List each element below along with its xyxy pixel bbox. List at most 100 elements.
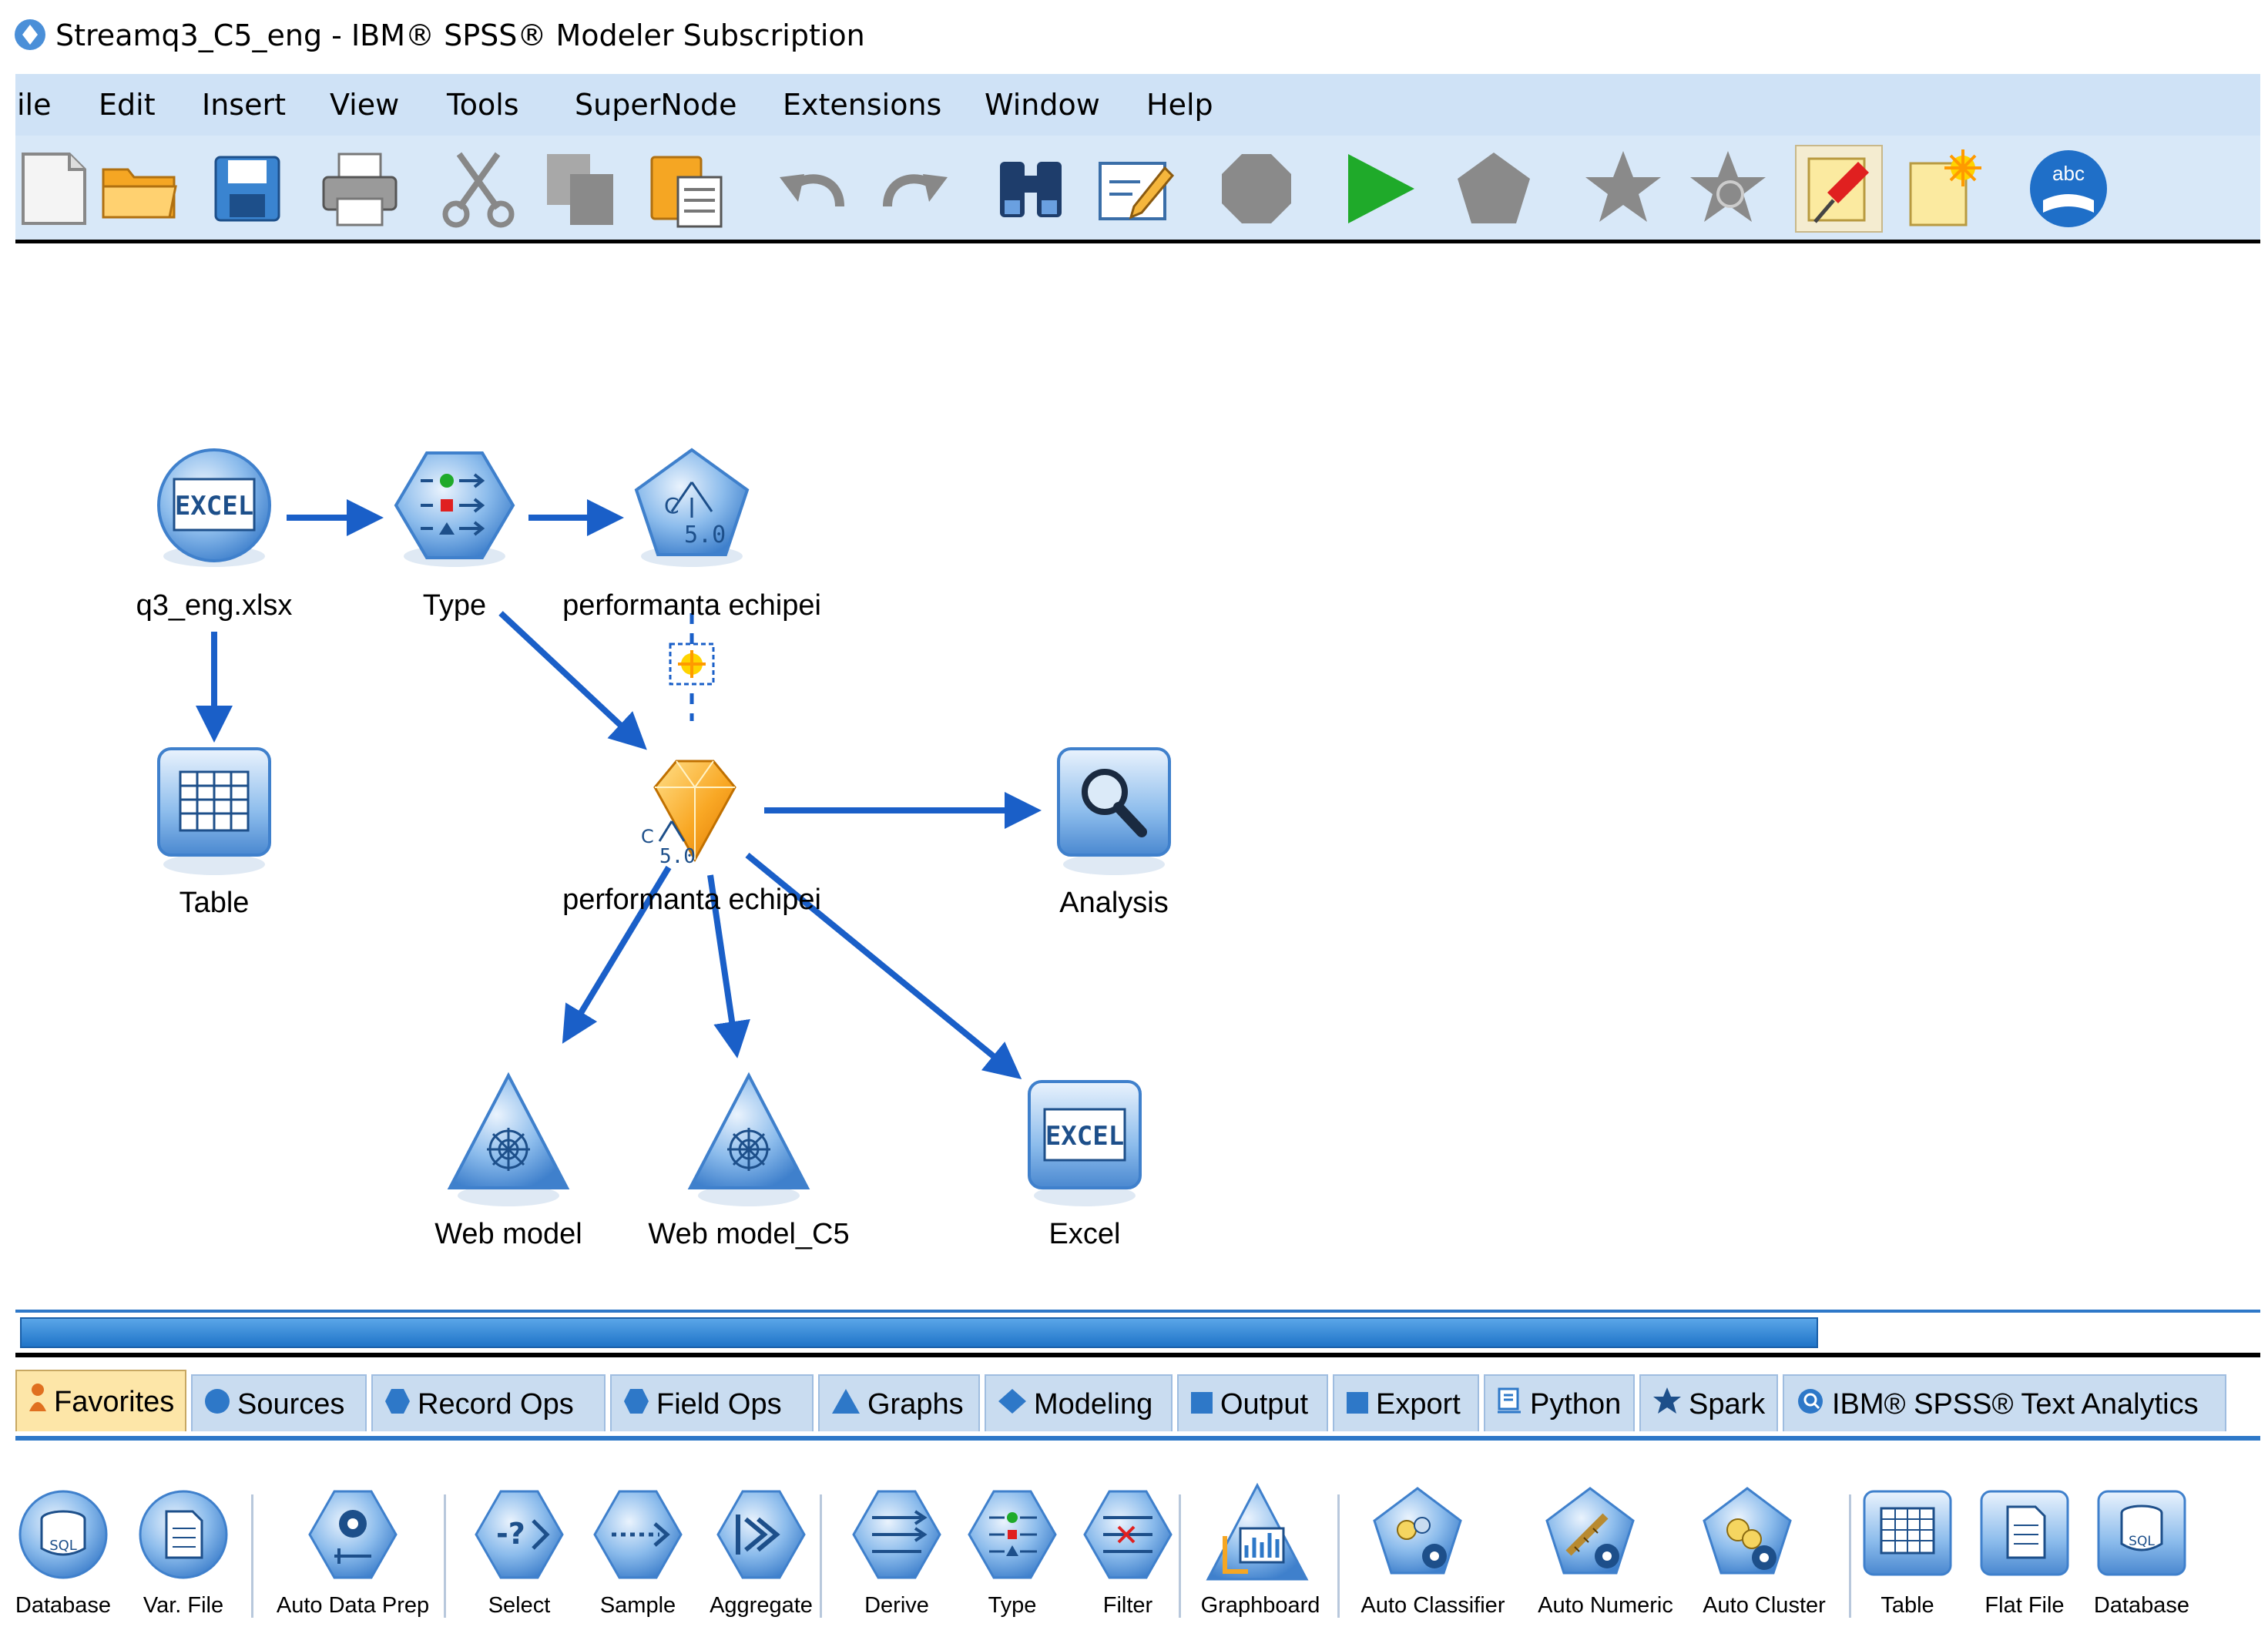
palette-table[interactable] (1863, 1490, 1952, 1576)
table-icon (1880, 1507, 1935, 1555)
c50-icon: C 5.0 (664, 481, 726, 548)
menu-supernode[interactable]: SuperNode (575, 88, 737, 122)
menu-file[interactable]: ile (17, 88, 52, 122)
palette-select[interactable]: -? (475, 1490, 564, 1579)
palette-node-label: Auto Data Prep (276, 1593, 430, 1618)
palette-node-label: Auto Numeric (1538, 1593, 1673, 1618)
new-comment-icon[interactable] (1901, 146, 1986, 231)
node-c50-nugget[interactable]: C 5.0 (641, 760, 736, 868)
annotation-pin-icon[interactable] (1795, 145, 1883, 233)
table-icon (179, 770, 250, 832)
palette-auto-numeric[interactable] (1545, 1487, 1635, 1575)
svg-text:SQL: SQL (2129, 1534, 2155, 1549)
tab-export[interactable]: Export (1333, 1374, 1479, 1431)
palette-sample[interactable] (593, 1490, 683, 1579)
tab-modeling[interactable]: Modeling (985, 1374, 1173, 1431)
palette-database-export[interactable]: SQL (2097, 1490, 2186, 1576)
tab-output[interactable]: Output (1177, 1374, 1328, 1431)
save-icon[interactable] (205, 146, 290, 231)
print-icon[interactable] (317, 146, 402, 231)
menu-edit[interactable]: Edit (99, 88, 156, 122)
palette-aggregate[interactable] (716, 1490, 806, 1579)
palette-filter[interactable] (1083, 1490, 1173, 1579)
run-icon[interactable] (1337, 146, 1422, 231)
cut-icon[interactable] (436, 146, 521, 231)
menu-extensions[interactable]: Extensions (783, 88, 942, 122)
node-excel-source[interactable]: EXCEL (157, 448, 271, 567)
favorites-icon (28, 1373, 48, 1434)
tab-spark[interactable]: Spark (1639, 1374, 1778, 1431)
svg-text:C: C (641, 826, 654, 847)
palette-node-label: Sample (599, 1593, 676, 1618)
node-label: Type (422, 589, 487, 622)
svg-text:C: C (664, 493, 679, 518)
sample-icon (612, 1522, 670, 1547)
spark-icon (1652, 1377, 1683, 1434)
node-analysis[interactable] (1057, 747, 1171, 875)
palette-flat-file[interactable] (1980, 1490, 2069, 1576)
title-bar: Streamq3_C5_eng - IBM® SPSS® Modeler Sub… (0, 0, 2268, 74)
stream-canvas[interactable]: EXCEL C 5.0 (15, 243, 2260, 1307)
supernode-icon[interactable] (1451, 146, 1536, 231)
tab-text-analytics[interactable]: IBM® SPSS® Text Analytics (1783, 1374, 2226, 1431)
edit-icon[interactable] (1094, 146, 1179, 231)
new-stream-icon[interactable] (15, 146, 100, 231)
zoom-in-icon[interactable] (1581, 146, 1666, 231)
palette-separator (820, 1494, 822, 1618)
palette-derive[interactable] (852, 1490, 941, 1579)
tab-favorites[interactable]: Favorites (15, 1370, 186, 1431)
palette-separator (1337, 1494, 1340, 1618)
palette-node-label: Database (2093, 1593, 2190, 1618)
select-icon: -? (496, 1517, 550, 1551)
menu-window[interactable]: Window (985, 88, 1100, 122)
tab-label: Sources (237, 1388, 345, 1421)
redo-icon[interactable] (872, 146, 957, 231)
node-web-model-c5[interactable] (687, 1072, 810, 1206)
scrollbar-thumb[interactable] (20, 1317, 1818, 1348)
menu-insert[interactable]: Insert (202, 88, 286, 122)
svg-text:abc: abc (2052, 162, 2085, 185)
zoom-out-icon[interactable] (1686, 146, 1770, 231)
palette-graphboard[interactable] (1206, 1482, 1309, 1581)
palette-auto-classifier[interactable] (1373, 1487, 1462, 1575)
copy-icon[interactable] (539, 146, 624, 231)
palette-database[interactable]: SQL (18, 1490, 108, 1579)
open-folder-icon[interactable] (97, 146, 182, 231)
binoculars-icon[interactable] (989, 146, 1074, 231)
paste-icon[interactable] (644, 146, 729, 231)
menu-tools[interactable]: Tools (447, 88, 519, 122)
export-icon (1345, 1377, 1370, 1434)
node-web-model[interactable] (447, 1072, 570, 1206)
palette-auto-cluster[interactable] (1703, 1487, 1792, 1575)
palette-type[interactable] (968, 1490, 1057, 1579)
node-table[interactable] (157, 747, 271, 875)
tab-python[interactable]: Python (1484, 1374, 1635, 1431)
svg-text:SQL: SQL (49, 1538, 77, 1554)
graphs-icon (830, 1377, 861, 1434)
palette-auto-data-prep[interactable] (308, 1490, 398, 1579)
menu-help[interactable]: Help (1146, 88, 1213, 122)
stop-icon[interactable] (1214, 146, 1299, 231)
node-excel-export[interactable]: EXCEL (1028, 1080, 1142, 1206)
palette-node-label: Table (1880, 1593, 1934, 1618)
canvas-scrollbar[interactable] (15, 1310, 2260, 1357)
node-type[interactable] (394, 451, 515, 567)
magnifier-icon (1082, 769, 1147, 837)
palette-node-label: Database (15, 1593, 112, 1618)
text-analytics-icon[interactable]: abc (2026, 146, 2111, 231)
palette-var-file[interactable] (139, 1490, 228, 1579)
palette-node-label: Select (488, 1593, 551, 1618)
tab-field-ops[interactable]: Field Ops (610, 1374, 814, 1431)
node-c50-builder[interactable]: C 5.0 (634, 448, 750, 567)
tab-label: Python (1530, 1388, 1622, 1421)
python-icon (1496, 1377, 1524, 1434)
web-icon (727, 1128, 770, 1171)
svg-text:5.0: 5.0 (684, 522, 726, 548)
tab-sources[interactable]: Sources (191, 1374, 367, 1431)
undo-icon[interactable] (770, 146, 855, 231)
tab-graphs[interactable]: Graphs (818, 1374, 980, 1431)
menu-view[interactable]: View (330, 88, 400, 122)
palette-separator (444, 1494, 446, 1618)
stream-connectors (196, 499, 1042, 1080)
tab-record-ops[interactable]: Record Ops (371, 1374, 606, 1431)
